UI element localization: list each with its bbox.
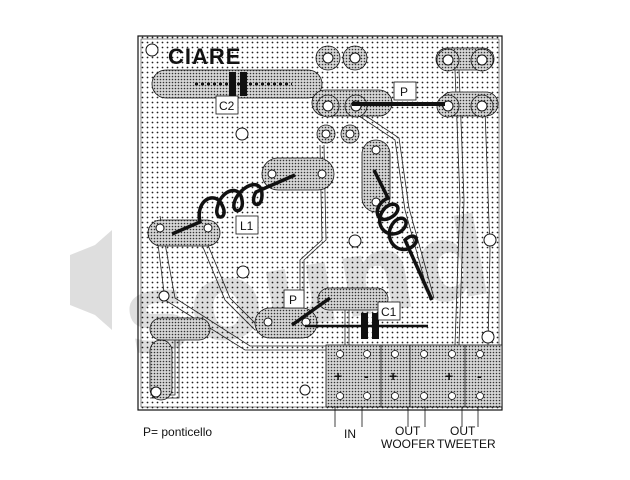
speaker-icon xyxy=(70,230,112,330)
jumper-top-label: P xyxy=(400,85,408,99)
inductor-coil-2 xyxy=(372,169,434,301)
in-label: IN xyxy=(344,427,356,441)
bridge-legend: P= ponticello xyxy=(143,425,212,439)
terminal-leaders xyxy=(334,407,479,427)
brand-logo: CIARE xyxy=(168,44,241,69)
copper-pads xyxy=(147,45,499,401)
terminal-minus-3: - xyxy=(477,368,482,384)
jumper-top-label-box xyxy=(393,81,417,101)
capacitor-c2: C2 xyxy=(195,72,292,115)
inductor-l1: L1 xyxy=(171,173,296,236)
c2-label: C2 xyxy=(219,99,235,113)
drill-holes xyxy=(145,43,497,398)
l1-label: L1 xyxy=(240,219,254,233)
c1-label-box xyxy=(377,301,401,321)
jumper-top: P xyxy=(352,81,445,106)
woofer-label: WOOFER xyxy=(381,437,435,451)
out-tweeter-label: OUT xyxy=(450,424,476,438)
terminal-minus-1: - xyxy=(364,368,369,384)
jumper-mid-label: P xyxy=(289,293,297,307)
tweeter-label: TWEETER xyxy=(437,437,496,451)
capacitor-c1: C1 xyxy=(305,301,428,339)
c2-label-box xyxy=(215,95,239,115)
l1-label-box xyxy=(235,215,259,235)
board-border-inner xyxy=(140,38,500,408)
out-woofer-label: OUT xyxy=(395,424,421,438)
terminal-plus-2: + xyxy=(389,368,397,384)
terminal-block: + - + + - xyxy=(325,344,503,408)
terminal-plus-3: + xyxy=(445,368,453,384)
jumper-mid-label-box xyxy=(283,289,305,309)
terminal-plus-1: + xyxy=(334,368,342,384)
c1-label: C1 xyxy=(381,305,397,319)
traces xyxy=(150,69,491,399)
jumper-mid: P xyxy=(283,289,332,327)
